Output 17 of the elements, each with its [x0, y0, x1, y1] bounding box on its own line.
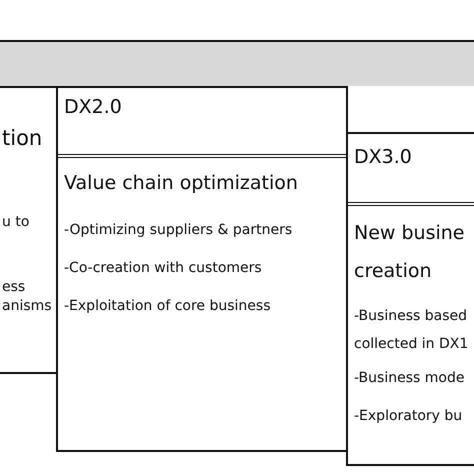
card-heading: tion: [2, 126, 42, 150]
card-heading: Value chain optimization: [64, 172, 298, 194]
bullet-text: u to: [2, 214, 30, 230]
bullet-text: -Exploitation of core business: [64, 298, 270, 314]
card-title: DX3.0: [354, 146, 412, 168]
bullet-text: -Co-creation with customers: [64, 260, 262, 276]
bullet-text: -Exploratory bu: [354, 408, 462, 424]
card: [0, 86, 58, 374]
card: [56, 86, 348, 452]
bullet-text: -Business based collected in DX1: [354, 307, 470, 354]
bullet-text: ess anisms: [2, 278, 53, 316]
card-heading: New busine creation: [354, 221, 466, 284]
card-title: DX2.0: [64, 96, 122, 118]
bullet-text: -Business mode: [354, 370, 464, 386]
card: [346, 132, 474, 466]
header-band: [0, 40, 474, 86]
bullet-text: -Optimizing suppliers & partners: [64, 222, 292, 238]
